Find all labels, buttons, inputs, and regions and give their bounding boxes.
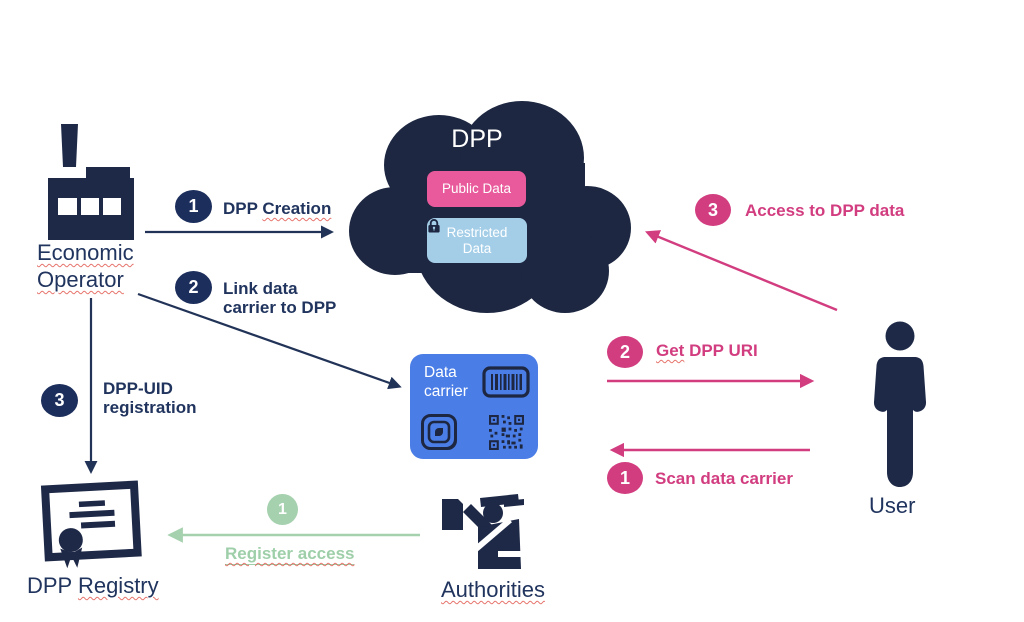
customs-officer-icon	[442, 494, 524, 569]
register-access-label: Register access	[225, 544, 355, 565]
data-carrier-label: Data carrier	[424, 364, 468, 400]
link-carrier-label: Link data carrier to DPP	[223, 279, 337, 317]
certificate-icon	[40, 480, 142, 569]
step-badge-navy-2: 2	[175, 271, 212, 304]
step-badge-navy-3: 3	[41, 384, 78, 417]
dpp-cloud-title: DPP	[451, 125, 503, 153]
step-badge-pink-2: 2	[607, 336, 643, 368]
economic-operator-label: Economic Operator	[37, 240, 134, 292]
arrow-access-dpp-data	[645, 230, 838, 312]
person-icon	[873, 321, 927, 487]
step-badge-navy-1: 1	[175, 190, 212, 223]
get-dpp-uri-label: Get DPP URI	[656, 341, 758, 360]
dpp-cloud: DPP Public Data Restricted Data	[347, 93, 632, 318]
authorities-label: Authorities	[441, 577, 545, 602]
lock-icon	[428, 219, 440, 233]
step-badge-green-1: 1	[267, 494, 298, 525]
step-badge-pink-1: 1	[607, 462, 643, 494]
restricted-data-box: Restricted Data	[427, 218, 527, 263]
factory-icon	[48, 124, 134, 240]
step-badge-pink-3: 3	[695, 194, 731, 226]
uid-registration-label: DPP-UID registration	[103, 379, 197, 417]
barcode-icon	[482, 366, 530, 398]
user-label: User	[869, 493, 916, 518]
public-data-box: Public Data	[427, 171, 526, 207]
rfid-tag-icon	[421, 414, 457, 450]
dpp-creation-label: DPP Creation	[223, 199, 332, 218]
data-carrier-box: Data carrier	[410, 354, 538, 459]
qr-code-icon	[489, 415, 524, 450]
access-dpp-data-label: Access to DPP data	[745, 201, 905, 220]
dpp-registry-label: DPP Registry	[27, 573, 159, 598]
scan-data-carrier-label: Scan data carrier	[655, 469, 793, 488]
